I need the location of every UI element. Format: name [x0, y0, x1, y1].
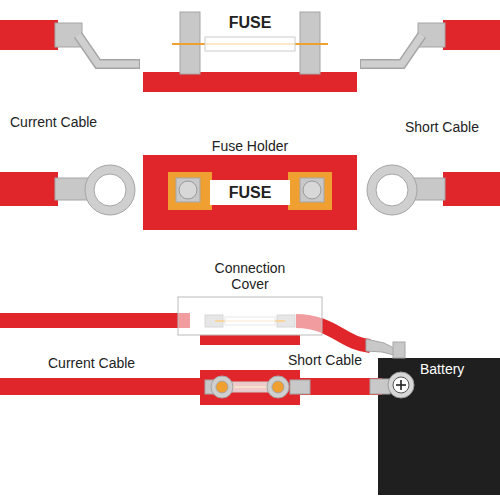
cable	[0, 20, 58, 50]
bolt-plate	[176, 178, 200, 202]
fuse-label: FUSE	[210, 180, 290, 205]
battery-terminal	[388, 372, 414, 398]
cable-connector	[290, 380, 310, 394]
ring-terminal	[367, 165, 417, 215]
fuse-tube	[205, 37, 295, 51]
cable-connector	[370, 379, 390, 394]
cable-label: Short Cable	[405, 119, 479, 135]
cable	[0, 378, 210, 395]
connection-cover	[178, 297, 322, 335]
ring-terminal	[85, 165, 135, 215]
node-text: FUSE	[200, 14, 300, 32]
cable	[0, 313, 190, 328]
bolt	[303, 181, 321, 199]
fuse-tube	[232, 382, 268, 392]
bolt	[179, 181, 197, 199]
battery-post	[393, 342, 405, 358]
lug	[361, 35, 422, 64]
node-text: FUSE	[210, 184, 290, 202]
bolt	[272, 381, 284, 393]
cable-label: Current Cable	[48, 355, 135, 371]
node-text: Fuse Holder	[143, 138, 357, 154]
fuse-holder-body	[143, 155, 357, 230]
battery-body	[378, 358, 500, 495]
ring-hole	[376, 174, 408, 206]
lug-outline	[78, 35, 140, 64]
lug-outline	[360, 35, 422, 64]
fuse-contact	[168, 172, 212, 210]
label-text: Short Cable	[288, 352, 362, 368]
lug	[78, 35, 139, 64]
bolt-plate	[300, 178, 324, 202]
fuse-holder: Fuse HolderFUSE	[143, 137, 357, 230]
fuse-holder-body	[200, 370, 300, 405]
cable	[443, 20, 500, 50]
cable	[0, 172, 58, 206]
positive-symbol	[393, 377, 409, 393]
node-text: Connection Cover	[200, 260, 300, 292]
battery: Battery	[378, 358, 500, 495]
cable-label: Short Cable	[288, 352, 362, 368]
ring-terminal	[267, 376, 289, 398]
connection-cover: Connection Cover	[150, 260, 350, 335]
fuse: FUSE	[200, 12, 300, 52]
node-text: Battery	[420, 361, 500, 377]
fuse-contact	[288, 172, 332, 210]
holder-base	[200, 335, 300, 345]
label-text: Current Cable	[48, 355, 135, 371]
cable	[443, 172, 500, 206]
positive-symbol	[400, 380, 402, 390]
cable-label: Current Cable	[10, 114, 97, 130]
label-text: Short Cable	[405, 119, 479, 135]
ring-terminal	[211, 376, 233, 398]
ring-hole	[94, 174, 126, 206]
bolt	[216, 381, 228, 393]
label-text: Current Cable	[10, 114, 97, 130]
holder-base	[143, 72, 357, 92]
